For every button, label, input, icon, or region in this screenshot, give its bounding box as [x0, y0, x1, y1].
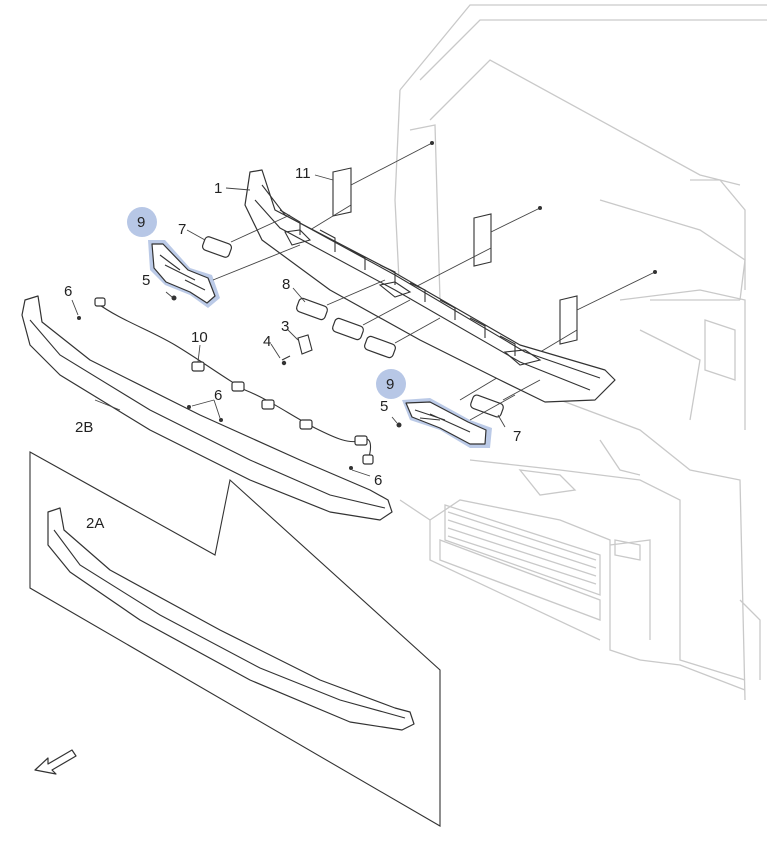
hardware — [165, 291, 402, 428]
callout-8: 8 — [282, 276, 290, 293]
variant-inset — [29, 451, 441, 827]
callout-6: 6 — [64, 283, 72, 300]
callout-9-highlight — [376, 369, 406, 399]
callout-5: 5 — [380, 398, 388, 415]
callout-2a: 2A — [86, 515, 104, 532]
callout-leaders — [71, 174, 506, 477]
callout-9: 9 — [386, 376, 394, 393]
callout-1: 1 — [214, 180, 222, 197]
wiring-harness — [94, 297, 374, 465]
callout-10: 10 — [191, 329, 208, 346]
callout-9-highlight — [127, 207, 157, 237]
callout-4: 4 — [263, 333, 271, 350]
callout-9: 9 — [137, 214, 145, 231]
main-bracket-bar — [244, 169, 616, 403]
callout-3: 3 — [281, 318, 289, 335]
highlighted-brackets — [148, 240, 516, 448]
arrow-icon — [34, 749, 77, 775]
lower-spoiler-2b — [21, 295, 393, 521]
callout-6: 6 — [374, 472, 382, 489]
callout-6: 6 — [214, 387, 222, 404]
callout-2b: 2B — [75, 419, 93, 436]
callout-7: 7 — [178, 221, 186, 238]
callout-11: 11 — [295, 165, 311, 182]
callout-7: 7 — [513, 428, 521, 445]
truck-cab — [394, 4, 767, 701]
callout-labels: 1 2A 2B 3 4 5 5 6 6 6 7 7 8 9 9 10 11 — [64, 165, 521, 532]
callout-5: 5 — [142, 272, 150, 289]
marker-lamps — [201, 214, 541, 418]
